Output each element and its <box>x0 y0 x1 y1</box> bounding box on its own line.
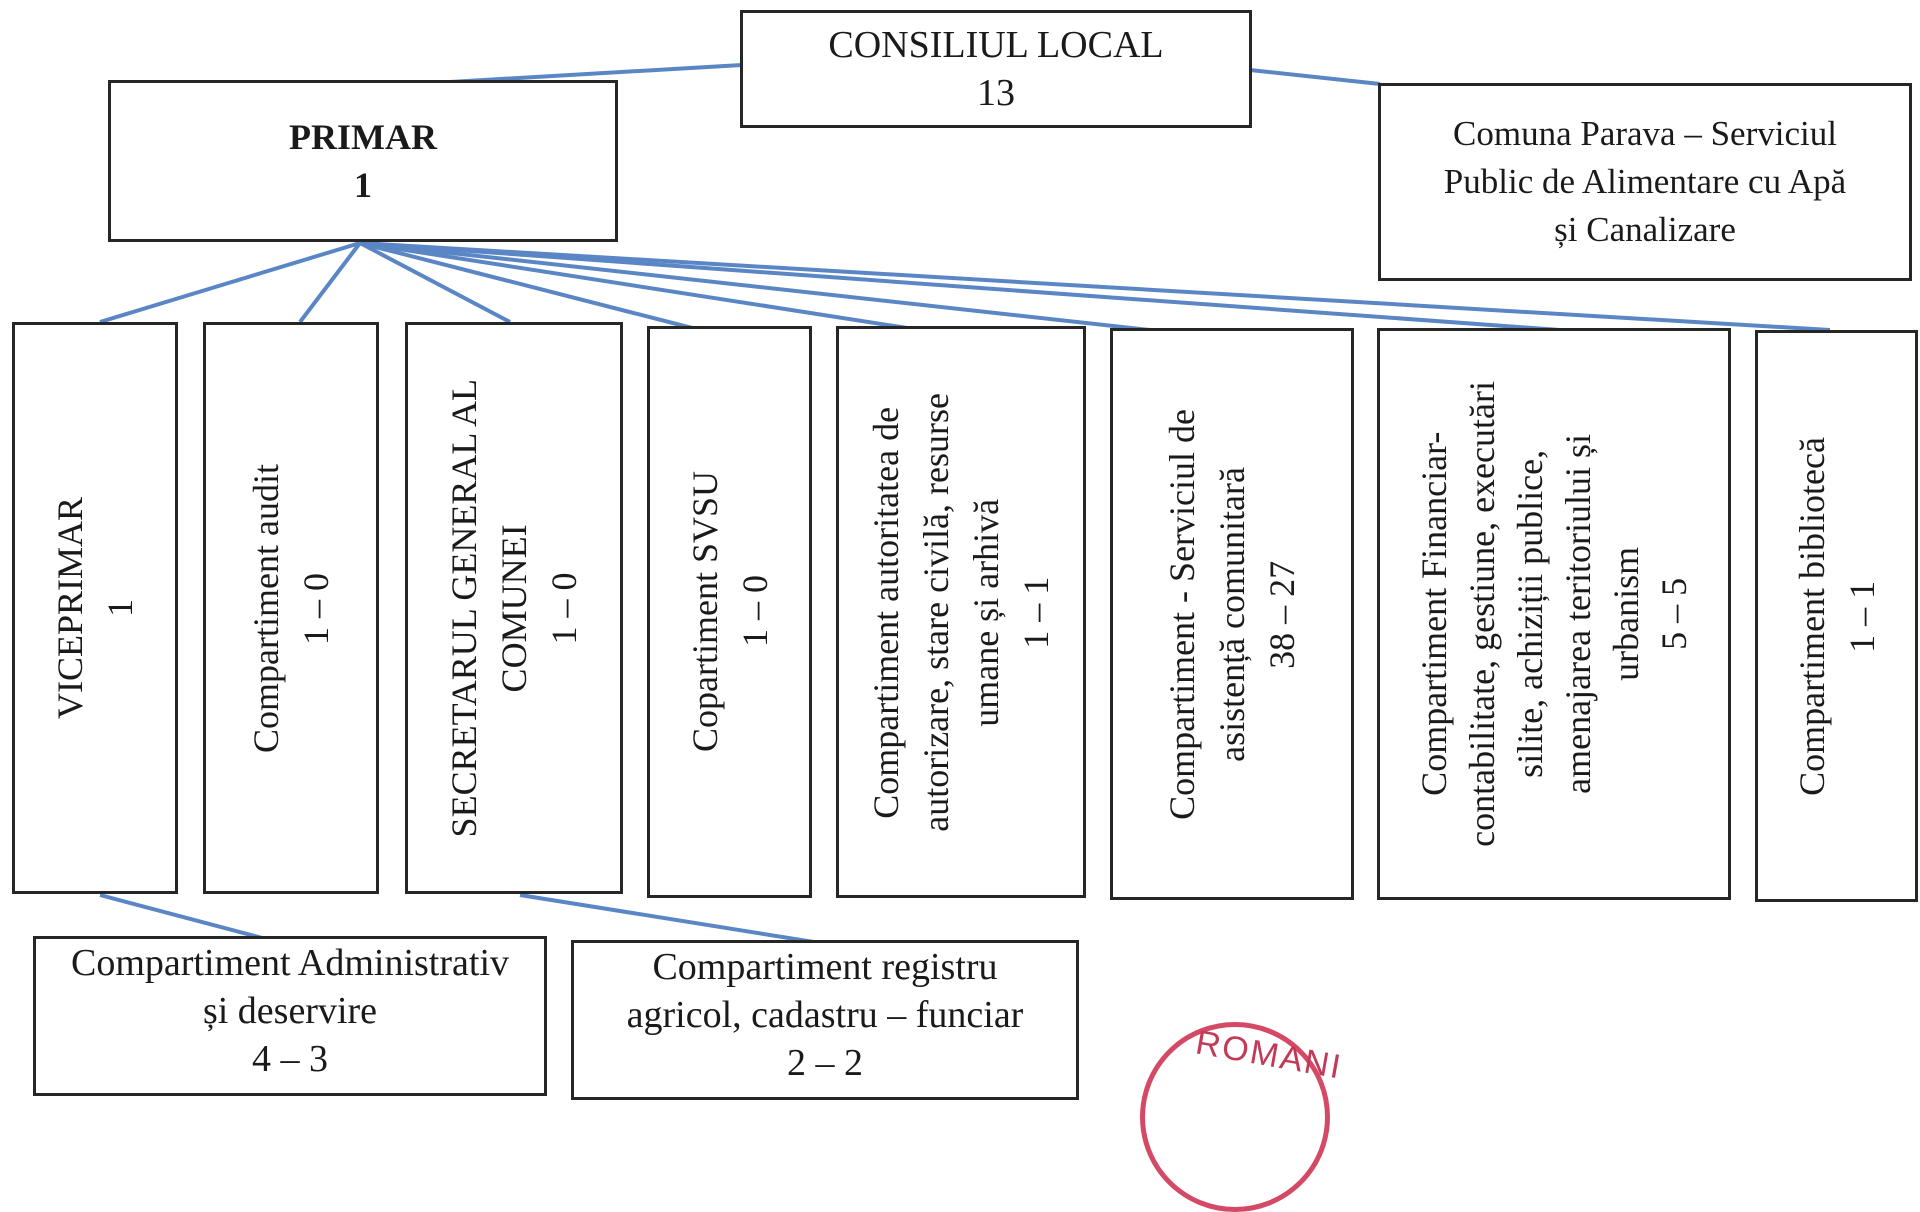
dept-financiar: Compartiment Financiar- contabilitate, g… <box>1377 328 1731 900</box>
dept-svsu-line2: 1 – 0 <box>734 576 775 648</box>
dept-financiar-line2: contabilitate, gestiune, executări <box>1462 381 1502 847</box>
serviciu-apa-line3: și Canalizare <box>1554 210 1736 249</box>
dept-secretar: SECRETARUL GENERAL AL COMUNEI 1 – 0 <box>405 322 623 894</box>
dept-autorizare-line3: umane și arhivă <box>966 498 1006 726</box>
line-secretar-registru <box>519 893 821 945</box>
dept-asistenta-line1: Compartiment - Serviciul de <box>1162 408 1202 820</box>
dept-autorizare-line2: autorizare, stare civilă, resurse <box>916 392 956 832</box>
serviciu-apa-line2: Public de Alimentare cu Apă <box>1443 162 1847 201</box>
dept-financiar-line3: silite, achiziții publice, <box>1510 450 1550 778</box>
line-primar-audit <box>298 241 362 324</box>
line-viceprimar-administrativ <box>99 893 271 942</box>
dept-autorizare-line4: 1 – 1 <box>1016 576 1056 648</box>
dept-autorizare-line1: Compartiment autoritatea de <box>866 406 906 818</box>
line-primar-biblioteca <box>359 241 1831 332</box>
sub-registru-box: Compartiment registru agricol, cadastru … <box>571 940 1079 1100</box>
line-primar-svsu <box>359 241 701 332</box>
dept-audit: Compartiment audit 1 – 0 <box>203 322 379 894</box>
line-primar-financiar <box>359 241 1561 332</box>
consiliul-local-count: 13 <box>977 72 1015 114</box>
dept-audit-line1: Compartiment audit <box>246 463 286 753</box>
dept-biblioteca-line2: 1 – 1 <box>1841 580 1882 652</box>
line-primar-autorizare <box>359 241 921 332</box>
dept-financiar-line6: 5 – 5 <box>1654 578 1694 650</box>
connector-lines <box>99 63 1831 945</box>
primar-count: 1 <box>354 165 372 205</box>
dept-secretar-line2: COMUNEI <box>494 524 534 692</box>
sub-administrativ-line2: și deservire <box>202 990 378 1032</box>
line-consiliu-apa <box>1249 68 1381 86</box>
dept-asistenta: Compartiment - Serviciul de asistență co… <box>1110 328 1354 900</box>
sub-registru-line1: Compartiment registru <box>652 946 998 988</box>
line-primar-asistenta <box>359 241 1151 332</box>
dept-asistenta-line2: asistență comunitară <box>1212 466 1252 762</box>
line-primar-secretar <box>359 241 511 324</box>
sub-administrativ-line3: 4 – 3 <box>252 1038 328 1080</box>
dept-viceprimar-line1: VICEPRIMAR <box>50 496 90 720</box>
dept-audit-line2: 1 – 0 <box>296 572 336 644</box>
dept-biblioteca: Compartiment bibliotecă 1 – 1 <box>1755 330 1918 902</box>
sub-administrativ-line1: Compartiment Administrativ <box>70 942 510 984</box>
dept-financiar-line1: Compartiment Financiar- <box>1414 431 1454 797</box>
serviciu-apa-box: Comuna Parava – Serviciul Public de Alim… <box>1378 83 1912 281</box>
sub-registru-line3: 2 – 2 <box>787 1042 863 1084</box>
consiliul-local-title: CONSILIUL LOCAL <box>828 24 1164 66</box>
line-consiliu-primar <box>449 63 743 84</box>
dept-secretar-line3: 1 – 0 <box>544 572 584 644</box>
dept-viceprimar-line2: 1 <box>100 599 140 617</box>
dept-svsu-line1: Copartiment SVSU <box>684 471 725 753</box>
consiliul-local-box: CONSILIUL LOCAL 13 <box>740 10 1252 128</box>
dept-viceprimar: VICEPRIMAR 1 <box>12 322 178 894</box>
dept-biblioteca-line1: Compartiment bibliotecă <box>1791 436 1832 796</box>
serviciu-apa-line1: Comuna Parava – Serviciul <box>1453 114 1837 153</box>
line-primar-viceprimar <box>99 241 361 324</box>
dept-financiar-line5: urbanism <box>1606 547 1646 681</box>
sub-administrativ-box: Compartiment Administrativ și deservire … <box>33 936 547 1096</box>
dept-financiar-line4: amenajarea teritoriului și <box>1558 434 1598 794</box>
primar-box: PRIMAR 1 <box>108 80 618 242</box>
dept-autorizare: Compartiment autoritatea de autorizare, … <box>836 326 1086 898</box>
dept-secretar-line1: SECRETARUL GENERAL AL <box>444 378 484 838</box>
sub-registru-line2: agricol, cadastru – funciar <box>626 994 1024 1036</box>
dept-svsu: Copartiment SVSU 1 – 0 <box>647 326 812 898</box>
dept-asistenta-line3: 38 – 27 <box>1262 560 1302 668</box>
primar-title: PRIMAR <box>289 117 437 157</box>
